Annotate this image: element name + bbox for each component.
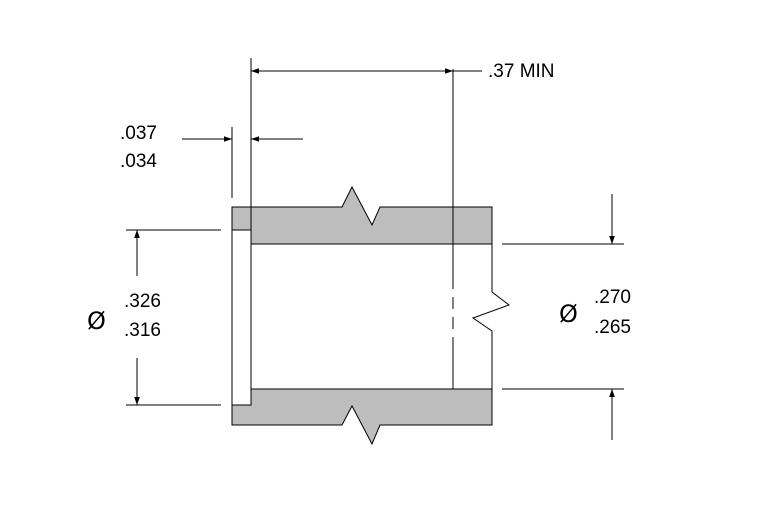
od-upper: .326 xyxy=(124,291,161,312)
diameter-symbol-icon: Ø xyxy=(559,300,578,328)
id-lower: .265 xyxy=(594,317,631,338)
length-label: .37 MIN xyxy=(488,61,555,82)
flange-outline xyxy=(231,229,252,406)
diameter-symbol-icon: Ø xyxy=(87,307,106,335)
bottom-wall-section xyxy=(231,388,493,446)
flange-thickness-upper: .037 xyxy=(120,123,157,144)
od-lower: .316 xyxy=(124,320,161,341)
break-line xyxy=(471,244,511,389)
flange-thickness-lower: .034 xyxy=(120,151,157,172)
id-upper: .270 xyxy=(594,287,631,308)
